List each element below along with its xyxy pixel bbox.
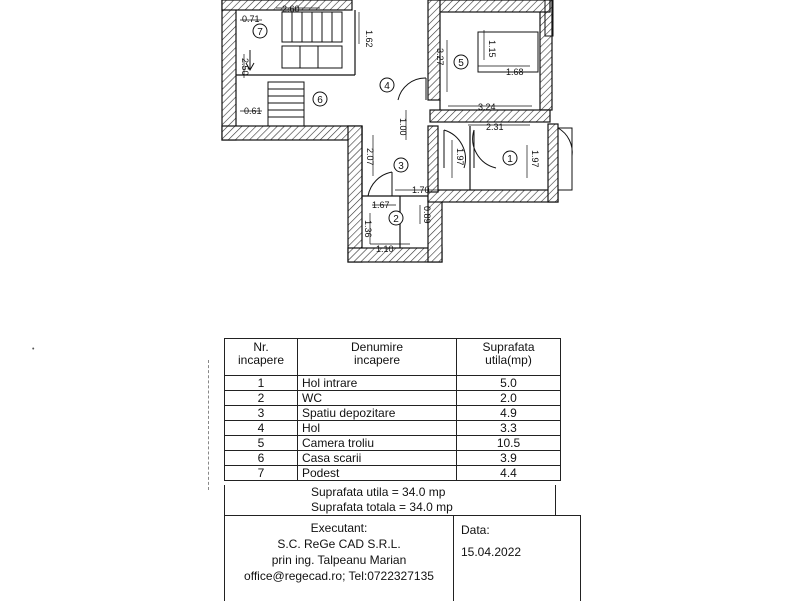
dimension-lines <box>240 7 532 245</box>
date-cell: Data: 15.04.2022 <box>461 522 521 566</box>
room-marker-labels: 1 2 3 4 5 6 7 <box>257 27 513 225</box>
useful-area-total: Suprafata utila = 34.0 mp <box>311 485 446 499</box>
table-row: 3 Spatiu depozitare 4.9 <box>224 405 561 421</box>
dim-162: 1.62 <box>364 30 374 48</box>
dim-231: 2.31 <box>486 122 504 132</box>
dim-136: 1.36 <box>363 220 373 238</box>
table-row: 6 Casa scarii 3.9 <box>224 450 561 466</box>
engineer-name: prin ing. Talpeanu Marian <box>271 553 407 567</box>
dimension-labels: 2.60 0.71 1.62 2.50 0.61 3.27 1.15 1.68 … <box>240 4 540 254</box>
room-marker-3: 3 <box>398 161 404 172</box>
floor-plan: 1 2 3 4 5 6 7 2.60 0.71 1.62 2.50 0.61 3… <box>221 0 573 263</box>
room-marker-7: 7 <box>257 27 263 38</box>
dim-167: 1.67 <box>372 200 390 210</box>
dim-100: 1.00 <box>398 118 408 136</box>
table-row: 4 Hol 3.3 <box>224 420 561 436</box>
room-marker-6: 6 <box>317 95 323 106</box>
dim-250: 2.50 <box>240 58 250 76</box>
dim-168: 1.68 <box>506 67 524 77</box>
table-row: 2 WC 2.0 <box>224 390 561 406</box>
header-area: Suprafata utila(mp) <box>456 338 561 376</box>
table-row: 1 Hol intrare 5.0 <box>224 375 561 391</box>
company-name: S.C. ReGe CAD S.R.L. <box>277 537 401 551</box>
dim-061: 0.61 <box>244 106 262 116</box>
interior-partitions <box>236 10 471 248</box>
table-row: 5 Camera troliu 10.5 <box>224 435 561 451</box>
dim-089: 0.89 <box>422 206 432 224</box>
room-marker-4: 4 <box>384 81 390 92</box>
room-marker-2: 2 <box>393 214 399 225</box>
contact-info: office@regecad.ro; Tel:0722327135 <box>244 569 434 583</box>
dim-260: 2.60 <box>282 4 300 14</box>
dim-197-a: 1.97 <box>455 148 465 166</box>
dim-110: 1.10 <box>376 244 394 254</box>
dim-327: 3.27 <box>435 48 445 66</box>
gross-area-total: Suprafata totala = 34.0 mp <box>311 500 453 514</box>
room-marker-5: 5 <box>458 58 464 69</box>
executant-cell: Executant: S.C. ReGe CAD S.R.L. prin ing… <box>225 516 454 601</box>
date-value: 15.04.2022 <box>461 545 522 559</box>
table-row: 7 Podest 4.4 <box>224 465 561 481</box>
staircase <box>245 11 343 127</box>
room-marker-1: 1 <box>507 154 513 165</box>
dim-071: 0.71 <box>242 14 260 24</box>
stamp-edge <box>208 360 239 490</box>
room-table: Nr. incapere Denumire incapere Suprafata… <box>224 338 561 481</box>
room-markers <box>252 23 518 226</box>
header-nr: Nr. incapere <box>224 338 298 376</box>
dim-207: 2.07 <box>365 148 375 166</box>
dim-197-b: 1.97 <box>530 150 540 168</box>
date-label: Data: <box>461 523 490 537</box>
title-block: Executant: S.C. ReGe CAD S.R.L. prin ing… <box>224 515 581 601</box>
dim-170: 1.70 <box>412 185 430 195</box>
equipment-outline <box>477 31 539 73</box>
area-totals: Suprafata utila = 34.0 mp Suprafata tota… <box>224 485 556 515</box>
header-name: Denumire incapere <box>297 338 457 376</box>
dim-115: 1.15 <box>487 40 497 58</box>
table-header: Nr. incapere Denumire incapere Suprafata… <box>224 338 561 376</box>
exterior-walls <box>221 0 559 263</box>
dim-324: 3.24 <box>478 102 496 112</box>
executant-label: Executant: <box>310 521 368 535</box>
scan-speck: • <box>32 346 35 353</box>
doors <box>367 0 573 197</box>
